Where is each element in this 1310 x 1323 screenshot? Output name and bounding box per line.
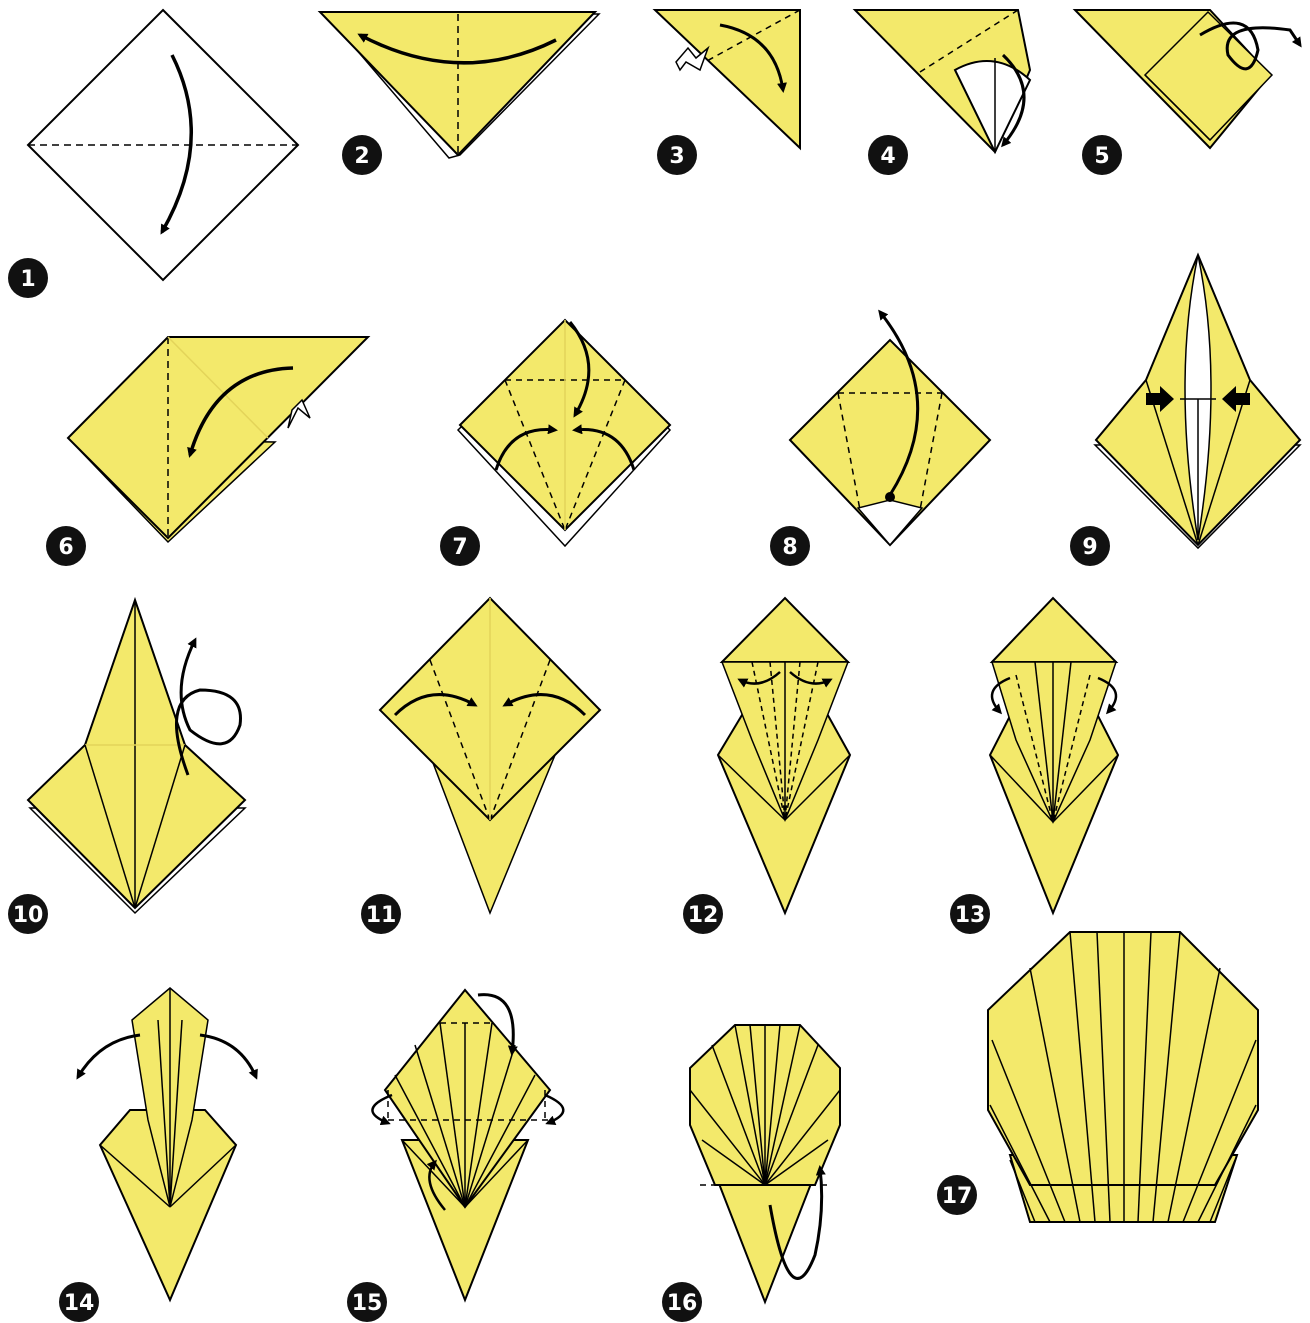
step-4-figure bbox=[855, 10, 1030, 152]
step-number: 5 bbox=[1094, 144, 1109, 169]
step-5-figure bbox=[1075, 10, 1300, 148]
step-number: 15 bbox=[352, 1291, 383, 1316]
step-15-figure bbox=[372, 990, 563, 1300]
step-badge-2: 2 bbox=[342, 135, 382, 175]
step-number: 1 bbox=[20, 267, 35, 292]
step-number: 14 bbox=[64, 1291, 95, 1316]
step-number: 3 bbox=[669, 144, 684, 169]
step-12-figure bbox=[718, 598, 850, 913]
step-badge-3: 3 bbox=[657, 135, 697, 175]
step-3-figure bbox=[655, 10, 800, 148]
step-number: 10 bbox=[13, 903, 44, 928]
step-number: 11 bbox=[366, 903, 397, 928]
step-number: 17 bbox=[942, 1184, 973, 1209]
step-number: 7 bbox=[452, 535, 467, 560]
step-11-figure bbox=[380, 598, 600, 913]
step-number: 9 bbox=[1082, 535, 1097, 560]
step-badge-16: 16 bbox=[662, 1282, 702, 1322]
step-badge-4: 4 bbox=[868, 135, 908, 175]
step-17-figure bbox=[988, 932, 1258, 1222]
step-number: 16 bbox=[667, 1291, 698, 1316]
step-badge-13: 13 bbox=[950, 894, 990, 934]
step-10-figure bbox=[28, 600, 245, 913]
step-number: 2 bbox=[354, 144, 369, 169]
step-14-figure bbox=[78, 988, 256, 1300]
step-number: 4 bbox=[880, 144, 895, 169]
step-13-figure bbox=[990, 598, 1118, 913]
step-badge-10: 10 bbox=[8, 894, 48, 934]
step-badge-5: 5 bbox=[1082, 135, 1122, 175]
step-badge-17: 17 bbox=[937, 1175, 977, 1215]
fold-arrow bbox=[372, 1095, 392, 1123]
fold-arrow bbox=[545, 1095, 563, 1123]
step-number: 8 bbox=[782, 535, 797, 560]
step-number: 6 bbox=[58, 535, 73, 560]
step-1-figure bbox=[28, 10, 298, 280]
step-number: 12 bbox=[688, 903, 719, 928]
step-7-figure bbox=[458, 320, 670, 546]
step-badge-7: 7 bbox=[440, 526, 480, 566]
step-9-figure bbox=[1095, 255, 1300, 548]
step-8-figure bbox=[790, 312, 990, 545]
step-badge-8: 8 bbox=[770, 526, 810, 566]
step-16-figure bbox=[690, 1025, 840, 1302]
push-arrow bbox=[676, 48, 708, 70]
step-badge-12: 12 bbox=[683, 894, 723, 934]
fold-arrow bbox=[200, 1035, 256, 1077]
step-badge-6: 6 bbox=[46, 526, 86, 566]
step-badge-15: 15 bbox=[347, 1282, 387, 1322]
step-badge-1: 1 bbox=[8, 258, 48, 298]
step-badge-9: 9 bbox=[1070, 526, 1110, 566]
step-badge-14: 14 bbox=[59, 1282, 99, 1322]
fold-arrow bbox=[78, 1035, 140, 1077]
step-number: 13 bbox=[955, 903, 986, 928]
step-badge-11: 11 bbox=[361, 894, 401, 934]
step-6-figure bbox=[68, 337, 368, 542]
